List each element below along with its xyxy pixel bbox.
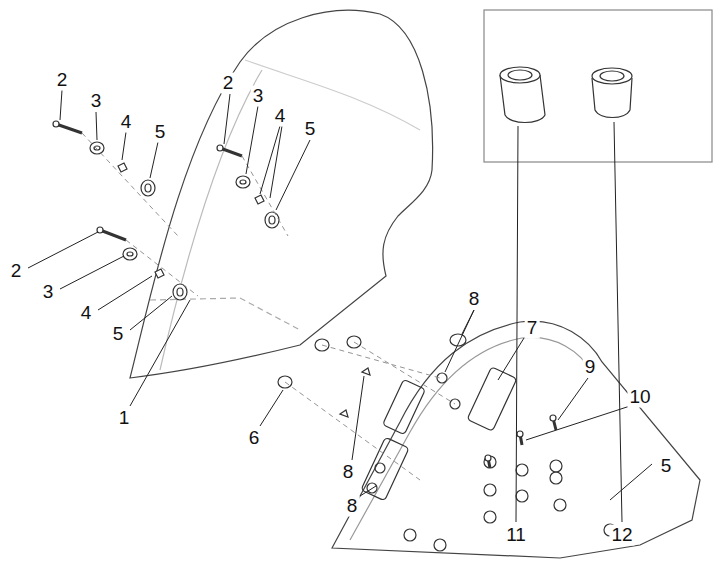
- callout-number: 4: [273, 106, 288, 127]
- callout-number: 3: [251, 86, 266, 107]
- callout-number: 5: [111, 324, 126, 345]
- callout-number: 4: [119, 112, 134, 133]
- callout-number: 6: [247, 428, 262, 449]
- callout-number: 7: [525, 318, 540, 339]
- callout-number: 9: [583, 357, 598, 378]
- callout-number: 2: [9, 261, 24, 282]
- callout-number: 12: [609, 525, 634, 546]
- callout-number: 5: [303, 119, 318, 140]
- callout-number: 11: [504, 525, 528, 546]
- callout-number: 1: [117, 408, 132, 429]
- callout-number: 2: [221, 73, 236, 94]
- callout-number: 8: [341, 462, 356, 483]
- callout-number: 3: [89, 91, 104, 112]
- callout-number: 5: [153, 122, 168, 143]
- callout-number: 2: [55, 70, 70, 91]
- callout-number: 8: [345, 496, 360, 517]
- callout-number: 8: [467, 289, 482, 310]
- callout-number: 4: [79, 303, 94, 324]
- callout-number: 3: [41, 282, 56, 303]
- callout-number: 10: [627, 387, 652, 408]
- callout-number: 5: [659, 456, 674, 477]
